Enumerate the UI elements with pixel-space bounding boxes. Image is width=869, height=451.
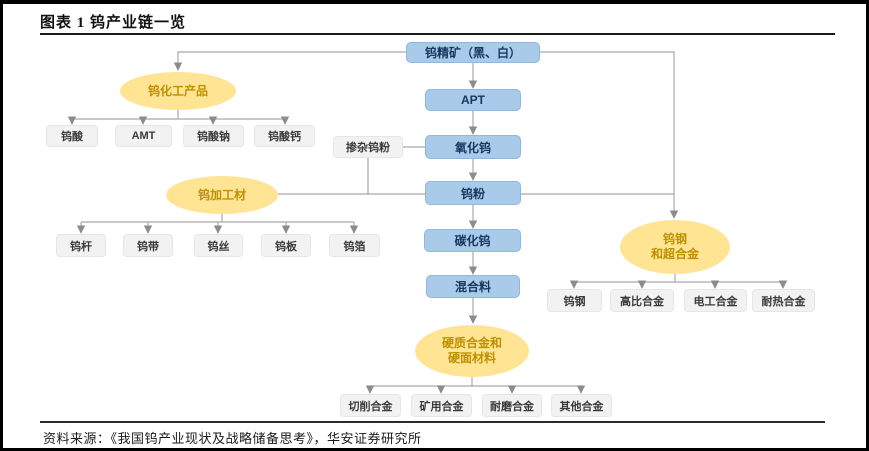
group-tungsten-processed-materials: 钨加工材	[166, 176, 278, 214]
group-label-line1: 钨钢	[662, 232, 687, 246]
leaf-wear-resistant-alloy: 耐磨合金	[482, 394, 542, 417]
node-tungsten-powder: 钨粉	[425, 181, 521, 205]
group-label-line2: 和超合金	[650, 247, 699, 261]
leaf-tungsten-wire: 钨丝	[194, 234, 243, 257]
leaf-other-alloy: 其他合金	[551, 394, 612, 417]
leaf-tungsten-strip: 钨带	[123, 234, 173, 257]
node-tungsten-concentrate: 钨精矿（黑、白）	[406, 42, 540, 63]
leaf-calcium-tungstate: 钨酸钙	[254, 125, 315, 147]
node-doped-tungsten-powder: 掺杂钨粉	[333, 136, 403, 158]
group-label: 钨化工产品	[147, 83, 208, 98]
leaf-high-density-alloy: 高比合金	[610, 289, 674, 312]
leaf-tungsten-plate: 钨板	[261, 234, 311, 257]
group-tungsten-steel-superalloy: 钨钢 和超合金	[620, 220, 730, 274]
source-divider	[40, 421, 825, 423]
group-tungsten-chemical-products: 钨化工产品	[120, 72, 236, 110]
connector-layer	[67, 51, 788, 394]
group-label: 钨加工材	[197, 187, 246, 202]
leaf-tungsten-rod: 钨杆	[56, 234, 106, 257]
leaf-tungsten-foil: 钨箔	[329, 234, 380, 257]
node-tungsten-carbide: 碳化钨	[424, 229, 521, 252]
leaf-tungsten-steel: 钨钢	[547, 289, 602, 312]
leaf-cutting-alloy: 切削合金	[340, 394, 401, 417]
leaf-tungstic-acid: 钨酸	[46, 125, 98, 147]
leaf-amt: AMT	[115, 125, 172, 147]
source-note: 资料来源：《我国钨产业现状及战略储备思考》，华安证券研究所	[43, 431, 422, 446]
node-mixture: 混合料	[426, 275, 520, 298]
group-label-line1: 硬质合金和	[441, 336, 502, 350]
node-tungsten-oxide: 氧化钨	[425, 135, 521, 159]
leaf-sodium-tungstate: 钨酸钠	[183, 125, 244, 147]
leaf-mining-alloy: 矿用合金	[411, 394, 472, 417]
group-label-line2: 硬面材料	[447, 351, 496, 365]
node-apt: APT	[425, 89, 521, 111]
title-divider	[40, 33, 835, 35]
group-cemented-carbide: 硬质合金和 硬面材料	[415, 325, 529, 377]
figure-title: 图表 1 钨产业链一览	[40, 15, 187, 31]
leaf-electrical-alloy: 电工合金	[684, 289, 747, 312]
leaf-heat-resistant-alloy: 耐热合金	[752, 289, 815, 312]
